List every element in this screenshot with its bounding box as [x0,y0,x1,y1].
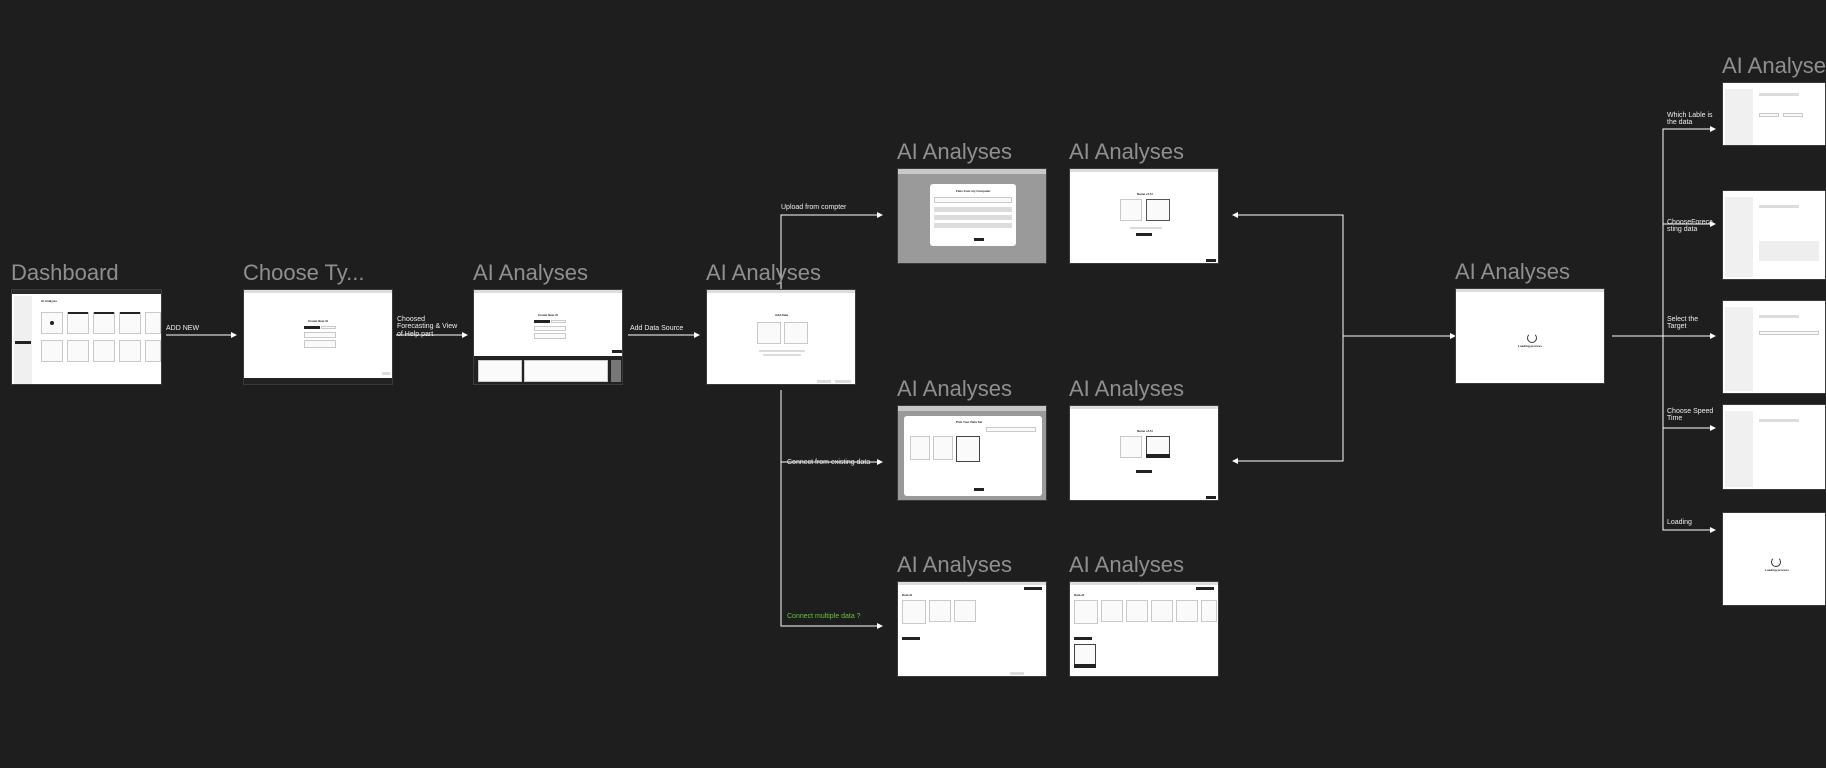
ai-analyses-2-heading: Add Data [775,313,789,317]
edge-label-add-new: ADD NEW [166,325,200,332]
edge-label-choose-forecasting: Choosed Forecasting & View of Help part [397,316,458,338]
frame-ai-analyses-1[interactable]: Create New AI [473,289,623,385]
frame-title-upload-modal: AI Analyses [897,139,1012,164]
frame-ai-analyses-2[interactable]: Add Data [706,289,856,385]
upload-result-heading: Name of AI [1137,192,1153,196]
upload-modal-heading: Files from my Computer [956,189,991,193]
edge-label-loading: Loading [1667,519,1692,526]
frame-choose-type[interactable]: Create New AI [243,289,393,385]
frame-title-ai-analyses-2: AI Analyses [706,260,821,285]
connect-modal-heading: Pick Your Data Set [956,420,983,424]
dashboard-heading: AI Analysis [41,299,58,303]
connect-result-heading: Name of AI [1137,429,1153,433]
connector-merge-top [1232,212,1344,336]
frame-title-multi-1: AI Analyses [897,552,1012,577]
frame-multi-2[interactable]: Data AI [1069,581,1219,677]
edge-label-choose-forecasting-data: ChooseForeca sting data [1667,219,1713,234]
edge-label-select-target: Select the Target [1667,316,1699,331]
edge-label-connect-existing: Connect from existing data [787,459,871,466]
stack-spinner-icon [1771,557,1781,567]
stack-loading-text: Loading process [1765,568,1790,572]
connector-merge-bottom [1232,336,1344,464]
frame-stack-4[interactable] [1722,404,1826,490]
frame-upload-modal[interactable]: Files from my Computer [897,168,1047,264]
frame-title-right-stack: AI Analyses [1722,53,1826,78]
frame-dashboard[interactable]: AI Analysis [11,289,162,385]
edge-label-upload: Upload from compter [781,204,847,211]
multi-2-heading: Data AI [1074,593,1085,597]
frame-title-multi-2: AI Analyses [1069,552,1184,577]
frame-title-dashboard: Dashboard [11,260,119,285]
connector-connect-existing [780,390,883,465]
frame-multi-1[interactable]: Data AI [897,581,1047,677]
multi-1-heading: Data AI [902,593,913,597]
ai-analyses-1-heading: Create New AI [538,313,559,317]
frame-upload-result[interactable]: Name of AI [1069,168,1219,264]
edge-label-choose-speed: Choose Speed Time [1667,408,1714,423]
frame-connect-modal[interactable]: Pick Your Data Set [897,405,1047,501]
frame-title-choose-type: Choose Ty... [243,260,365,285]
connector-stack-trunk [1662,126,1716,336]
edge-label-add-data-source: Add Data Source [630,325,684,332]
edge-label-connect-multiple: Connect multiple data ? [787,613,861,620]
frame-title-loading: AI Analyses [1455,259,1570,284]
frame-title-connect-result: AI Analyses [1069,376,1184,401]
frame-stack-3[interactable] [1722,300,1826,394]
choose-type-heading: Create New AI [308,319,329,323]
frame-loading[interactable]: Loading process [1455,288,1605,384]
frame-stack-1[interactable] [1722,82,1826,146]
connector-upload [780,212,883,290]
connector-connect-multiple [780,462,883,629]
frame-stack-5[interactable]: Loading process [1722,512,1826,606]
frame-title-ai-analyses-1: AI Analyses [473,260,588,285]
frame-connect-result[interactable]: Name of AI [1069,405,1219,501]
frame-title-upload-result: AI Analyses [1069,139,1184,164]
edge-label-which-table: Which Lable is the data [1667,112,1713,127]
frame-stack-2[interactable] [1722,190,1826,280]
frame-title-connect-modal: AI Analyses [897,376,1012,401]
loading-heading: Loading process [1518,344,1543,348]
loading-spinner-icon [1527,333,1537,343]
